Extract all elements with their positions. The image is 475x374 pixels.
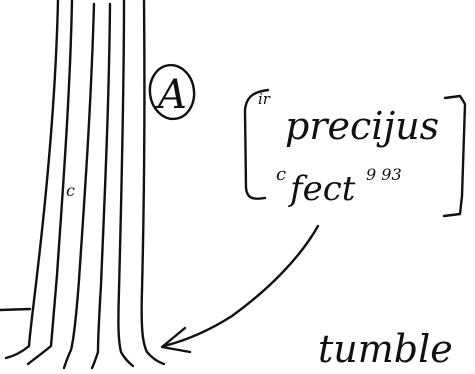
bracket-line-2-superscript: 9 93 xyxy=(366,165,402,184)
vertical-line-bundle xyxy=(0,0,166,370)
bottom-word: tumble xyxy=(318,327,453,371)
bracket-line-1: precijus xyxy=(285,104,439,148)
circled-label: A xyxy=(148,63,196,121)
bracket-line-2: fect xyxy=(287,169,356,209)
bracket-note: ir precijus c fect 9 93 xyxy=(243,88,467,218)
left-bracket xyxy=(243,88,270,200)
circle-letter: A xyxy=(154,72,187,118)
bracket-line-2-prefix: c xyxy=(276,164,286,185)
right-bracket xyxy=(442,94,467,218)
arrow-head xyxy=(160,326,192,354)
pointer-arrow xyxy=(160,224,320,354)
bracket-superscript: ir xyxy=(258,90,271,108)
trunk-line-1 xyxy=(4,0,60,360)
trunk-line-2 xyxy=(26,0,74,366)
trunk-line-3 xyxy=(62,2,96,370)
arrow-shaft xyxy=(162,224,320,348)
trunk-line-6 xyxy=(140,0,166,366)
trunk-line-4 xyxy=(90,2,112,370)
left-dash xyxy=(0,307,32,312)
trunk-line-5 xyxy=(117,0,135,368)
small-mark-label: c xyxy=(66,181,75,200)
circle-outline xyxy=(148,63,196,121)
